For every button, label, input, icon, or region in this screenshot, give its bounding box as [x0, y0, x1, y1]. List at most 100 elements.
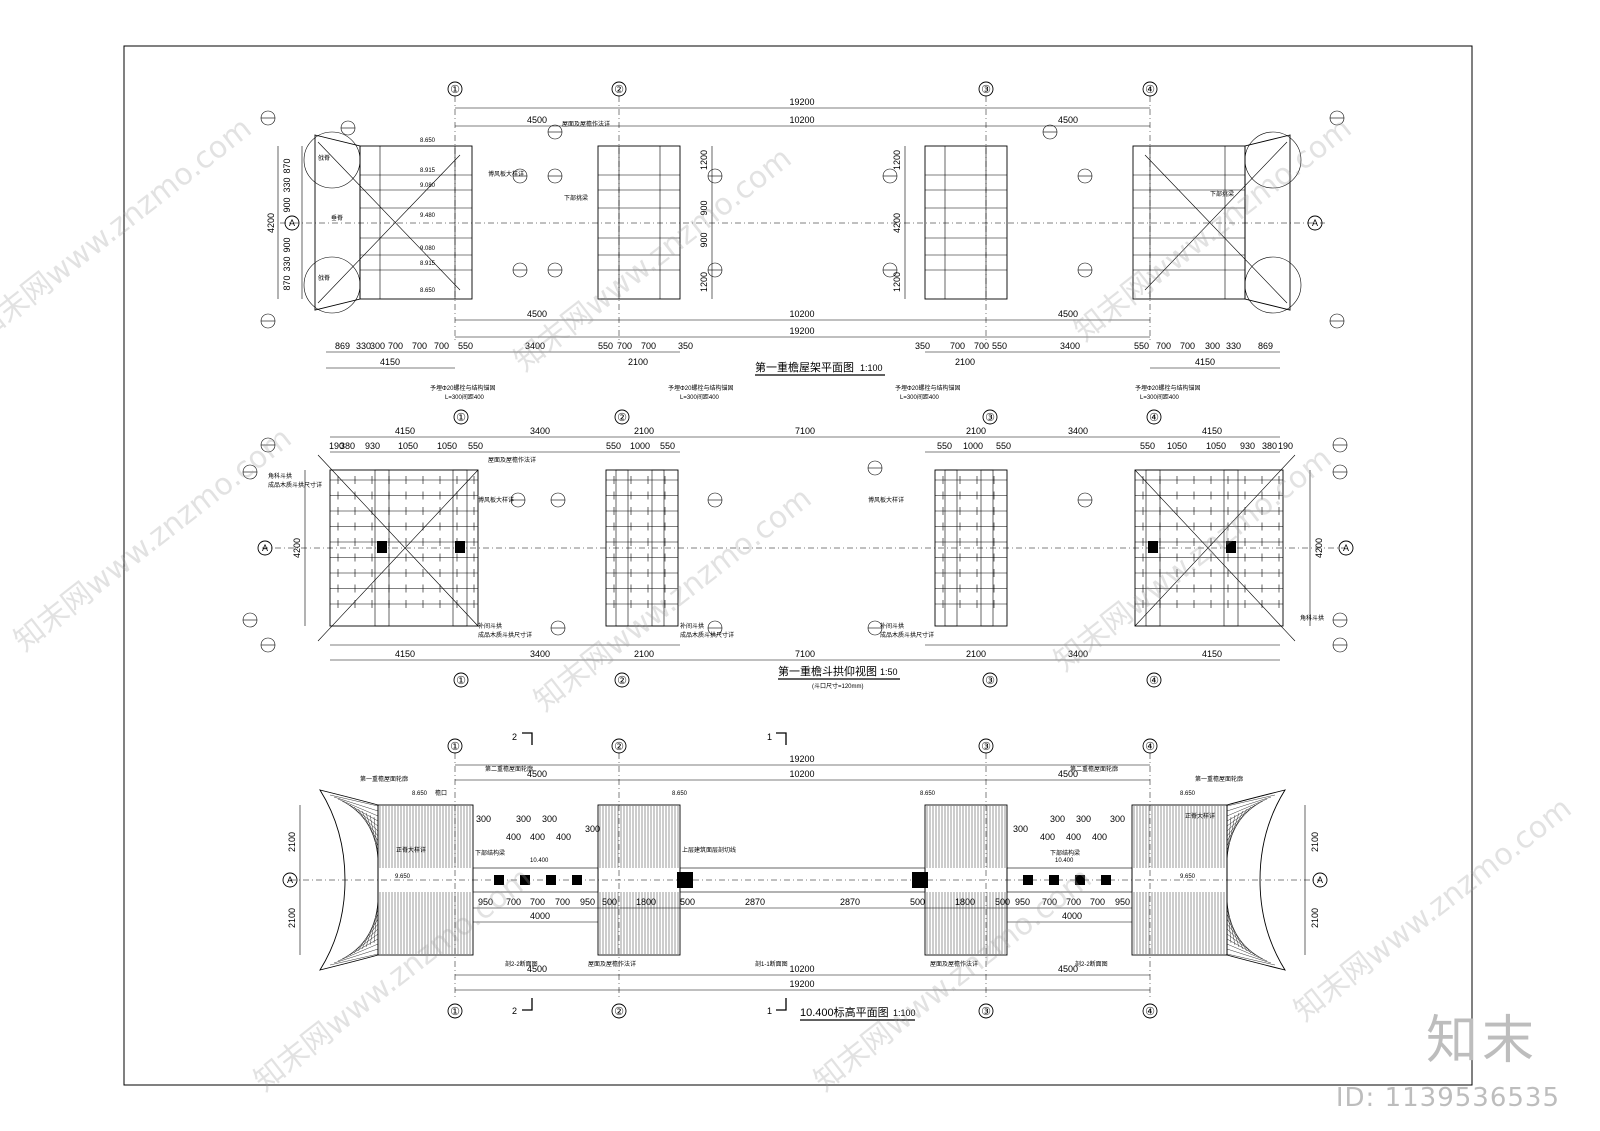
- plan2-note-product-r: 成品木质斗拱尺寸详: [880, 631, 934, 639]
- plan2-rebar-len-3: L=300间距400: [1140, 393, 1180, 401]
- roof-fan-line: [373, 898, 379, 944]
- plan1-total-dim: 19200: [789, 97, 814, 107]
- plan3-cut-1-top: 1: [767, 732, 772, 742]
- watermark-5: 知末网www.znzmo.com: [528, 481, 819, 719]
- plan3-db-16: 700: [1090, 897, 1105, 907]
- plan3-title-scale: 1:100: [893, 1008, 916, 1018]
- brand-logo: 知末: [1425, 1011, 1538, 1071]
- plan1-note-roof: 屋面及屋檐作法详: [562, 120, 610, 128]
- plan1-inner-vdim-r4: 1200: [892, 272, 902, 292]
- plan2-bay-m1-r: 1000: [963, 441, 983, 451]
- plan2-bottom-0: 4150: [395, 649, 415, 659]
- plan3-db-10: 500: [910, 897, 925, 907]
- plan3-note-first-eave: 第一重檐屋面轮廓: [360, 775, 408, 783]
- plan2-bottom-6: 4150: [1202, 649, 1222, 659]
- roof-fan-line: [1226, 802, 1260, 827]
- plan3-db-13: 950: [1015, 897, 1030, 907]
- plan3-dt-4: 400: [530, 832, 545, 842]
- roof-fan-line: [1226, 794, 1276, 807]
- roof-fan-line: [345, 933, 379, 958]
- plan2-top-dim-3: 7100: [795, 426, 815, 436]
- plan1-sub-left: 4150: [380, 357, 400, 367]
- plan2-bottom-5: 3400: [1068, 649, 1088, 659]
- plan2-note-barge-left: 博风板大样详: [478, 496, 514, 504]
- plan1-bd-r6: 700: [1156, 341, 1171, 351]
- plan1-bd-r5: 550: [1134, 341, 1149, 351]
- plan2-bottom-4: 2100: [966, 649, 986, 659]
- plan3-db-6: 1800: [636, 897, 656, 907]
- plan2-title-note: (斗口尺寸=120mm): [812, 682, 864, 690]
- plan3-hatch-left: [329, 794, 471, 966]
- plan2-top-dim-1: 3400: [530, 426, 550, 436]
- roof-fan-line: [373, 816, 379, 862]
- plan2-bay-l4: 1050: [437, 441, 457, 451]
- plan3-section-note-1: 剖1-1断面图: [755, 960, 788, 968]
- roof-fan-line: [1226, 918, 1248, 952]
- plan3-dt-0: 300: [476, 814, 491, 824]
- roof-fan-line: [361, 913, 379, 950]
- plan1-inner-vdim-rtotal: 4200: [892, 213, 902, 233]
- plan2-bay-m2-r: 550: [996, 441, 1011, 451]
- plan3-axis-a-left: A: [287, 875, 293, 885]
- plan2-bay-m1: 1000: [630, 441, 650, 451]
- plan3-hatch-right: [1133, 794, 1276, 966]
- plan3-db-0: 950: [478, 897, 493, 907]
- axis-4-label: ④: [1145, 84, 1155, 96]
- plan2-axis-a-left: A: [262, 543, 268, 553]
- plan3-dims-upper: 300 300 300 400 400 400 300 300 300 300 …: [476, 814, 1125, 842]
- plan3-vdim-right-2: 2100: [1310, 908, 1320, 928]
- plan2-note-corner-right: 角科斗拱: [1300, 614, 1324, 622]
- plan2-top-dim-2: 2100: [634, 426, 654, 436]
- roof-fan-line: [349, 804, 379, 832]
- roof-fan-line: [1226, 913, 1244, 950]
- plan1-bd-l11: 350: [678, 341, 693, 351]
- plan2-rebar-len-0: L=300间距400: [445, 393, 485, 401]
- plan1-vdim-4: 900: [282, 237, 292, 252]
- plan3-total: 19200: [789, 754, 814, 764]
- roof-fan-line: [1226, 808, 1248, 842]
- roof-fan-line: [333, 796, 379, 812]
- plan3-bay-left: 4500: [527, 769, 547, 779]
- plan3-dt-1: 300: [516, 814, 531, 824]
- plan1-center-dim: 10200: [789, 115, 814, 125]
- plan3-note-roof-left: 屋面及屋檐作法详: [588, 960, 636, 968]
- plan3-db-2: 700: [530, 897, 545, 907]
- plan3-bay-right: 4500: [1058, 769, 1078, 779]
- plan2-bracket-right: [1134, 454, 1296, 642]
- plan1-left-frame: 8.650 8.915 9.080 9.480 9.080 8.915 8.65…: [303, 120, 610, 314]
- plan1-inner-vdim-r1: 1200: [892, 150, 902, 170]
- plan1-bd-l4: 700: [412, 341, 427, 351]
- plan1-bd-r10: 869: [1258, 341, 1273, 351]
- plan3-elev-eave-note-left: 檐口: [435, 789, 447, 797]
- plan1-elev-6: 8.915: [420, 261, 436, 267]
- watermark-1: 知末网www.znzmo.com: [0, 111, 258, 349]
- plan2-bracket-inner-right: [934, 469, 1008, 627]
- plan1-note-ridge-2: 戗脊: [318, 274, 330, 282]
- plan3-bottom-center: 10200: [789, 964, 814, 974]
- plan2-bay-r1: 1050: [1167, 441, 1187, 451]
- plan3-elev-eave-left: 8.650: [412, 791, 428, 797]
- plan3-vdim-left-1: 2100: [287, 832, 297, 852]
- watermark-4: 知末网www.znzmo.com: [8, 421, 299, 659]
- plan2-axis-1: ①: [456, 412, 466, 424]
- plan1-bottom-center: 10200: [789, 309, 814, 319]
- roof-fan-line: [1226, 898, 1232, 944]
- plan3-db-8: 2870: [745, 897, 765, 907]
- plan1-sub-mid-right: 2100: [955, 357, 975, 367]
- plan2-bay-l5: 550: [468, 441, 483, 451]
- plan2-bay-l2: 930: [365, 441, 380, 451]
- plan2-note-product-m: 成品木质斗拱尺寸详: [680, 631, 734, 639]
- roof-fan-line: [1226, 814, 1236, 857]
- roof-fan-line: [1226, 953, 1276, 966]
- plan1-note-vertical-ridge: 垂脊: [331, 214, 343, 222]
- plan2-bottom-2: 2100: [634, 649, 654, 659]
- plan3-dt-r1: 300: [1050, 814, 1065, 824]
- plan3-db-4: 950: [580, 897, 595, 907]
- plan1-elev-3: 9.080: [420, 183, 436, 189]
- image-id-label: ID: 1139536535: [1335, 1083, 1560, 1113]
- plan3-elev-floor-r: 10.400: [1055, 858, 1074, 864]
- plan3-center: 10200: [789, 769, 814, 779]
- plan3-db-11: 1800: [955, 897, 975, 907]
- plan2-rebar-note-2: 予埋Φ20螺栓与结构锚固: [895, 384, 960, 392]
